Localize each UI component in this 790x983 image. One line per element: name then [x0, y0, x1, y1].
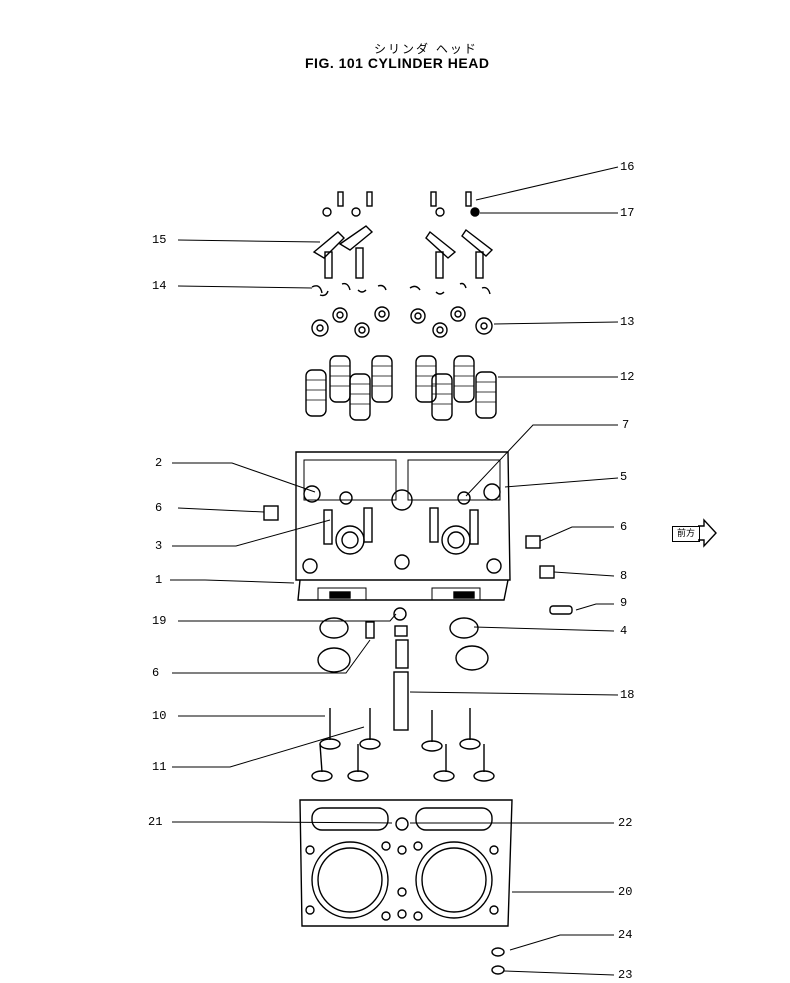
callout-23: 23	[618, 968, 633, 982]
front-direction-label: 前方	[672, 526, 700, 542]
callout-11: 11	[152, 760, 167, 774]
leader-lines	[170, 166, 619, 976]
valve-guides	[393, 625, 409, 731]
callout-15: 15	[152, 233, 167, 247]
callout-22: 22	[618, 816, 633, 830]
callout-1: 1	[155, 573, 163, 587]
plugs-and-pins	[263, 505, 573, 639]
front-arrow-icon	[698, 518, 717, 548]
rocker-studs	[337, 191, 472, 207]
callout-6-lower: 6	[152, 666, 160, 680]
callout-6-plug: 6	[155, 501, 163, 515]
callout-18: 18	[620, 688, 635, 702]
callout-16: 16	[620, 160, 635, 174]
callout-5: 5	[620, 470, 628, 484]
callout-21: 21	[148, 815, 163, 829]
rocker-nuts	[322, 207, 480, 217]
callout-8: 8	[620, 569, 628, 583]
callout-10: 10	[152, 709, 167, 723]
spring-retainers	[311, 306, 493, 338]
valve-seats	[317, 607, 489, 673]
valve-keepers	[311, 282, 491, 297]
valve-springs	[305, 355, 497, 421]
callout-17: 17	[620, 206, 635, 220]
figure-title-japanese: シリンダ ヘッド	[374, 42, 478, 56]
callout-9: 9	[620, 596, 628, 610]
rocker-arms	[312, 225, 494, 279]
valves	[311, 708, 495, 782]
callout-2: 2	[155, 456, 163, 470]
cylinder-head-body	[295, 451, 511, 601]
figure-title: FIG. 101 CYLINDER HEAD	[305, 55, 490, 71]
callout-3: 3	[155, 539, 163, 553]
callout-7: 7	[622, 418, 630, 432]
callout-20: 20	[618, 885, 633, 899]
callout-24: 24	[618, 928, 633, 942]
callout-4: 4	[620, 624, 628, 638]
callout-6-right: 6	[620, 520, 628, 534]
head-gasket	[299, 799, 513, 927]
callout-19: 19	[152, 614, 167, 628]
callout-14: 14	[152, 279, 167, 293]
callout-12: 12	[620, 370, 635, 384]
callout-13: 13	[620, 315, 635, 329]
washers	[491, 947, 505, 975]
